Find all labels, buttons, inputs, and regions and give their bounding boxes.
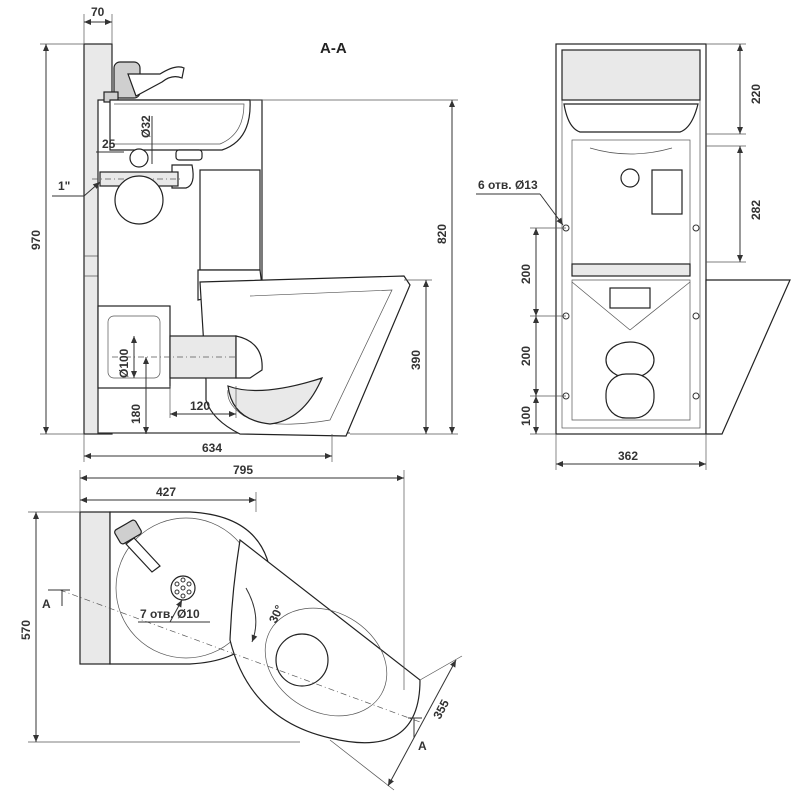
dim-hole-spacing-lower: 200: [519, 346, 533, 366]
side-dimensions: 220 282 6 отв. Ø13 200 200 100: [476, 43, 763, 470]
dim-side-width: 362: [618, 449, 638, 463]
front-dimensions: 70 970 820 Ø32 25 1" 390: [29, 5, 458, 462]
plan-outlet: [275, 633, 329, 687]
dim-pipe-offset: 25: [102, 137, 116, 151]
front-section-view: А-А: [29, 5, 458, 462]
dim-depth: 634: [202, 441, 222, 455]
dim-drain-diameter: Ø32: [139, 115, 153, 138]
plan-faucet-icon: [114, 519, 161, 573]
dim-bottom-offset: 100: [519, 406, 533, 426]
flush-valve: [114, 175, 164, 225]
plan-view: А А 795 427 570 7 отв. Ø10 30°: [19, 463, 463, 791]
side-flush-box: [609, 287, 651, 309]
dim-total-height: 970: [29, 230, 43, 250]
dim-total-length: 795: [233, 463, 253, 477]
side-basin-top: [561, 49, 701, 101]
holes-label: 6 отв. Ø13: [478, 178, 538, 192]
side-valve-box: [651, 169, 683, 215]
section-mark-right: А: [418, 739, 427, 753]
valve-icon: [129, 148, 149, 168]
dim-pipe-thread: 1": [58, 179, 70, 193]
faucet-icon: [103, 61, 185, 103]
side-view: 220 282 6 отв. Ø13 200 200 100: [476, 43, 791, 470]
section-mark-left: А: [42, 597, 51, 611]
basin: [109, 99, 251, 151]
dim-outlet-offset: 120: [190, 399, 210, 413]
dim-panel-height: 282: [749, 200, 763, 220]
dim-basin-height: 820: [435, 224, 449, 244]
side-outlet: [605, 341, 655, 379]
drain-holes-label: 7 отв. Ø10: [140, 607, 200, 621]
dim-outlet-diameter: Ø100: [117, 348, 131, 378]
dim-bowl-height: 390: [409, 350, 423, 370]
side-bowl-profile: [705, 279, 791, 435]
plan-bowl: [229, 538, 421, 744]
dim-wall-width: 70: [91, 5, 105, 19]
dim-total-width: 570: [19, 620, 33, 640]
section-title: А-А: [320, 40, 347, 57]
dim-outlet-height: 180: [129, 404, 143, 424]
dim-hole-spacing-upper: 200: [519, 264, 533, 284]
plan-drain-icon: [170, 575, 196, 601]
plan-wall-panel: [79, 511, 111, 665]
dim-top-height: 220: [749, 84, 763, 104]
flush-box: [199, 169, 261, 271]
dim-basin-length: 427: [156, 485, 176, 499]
side-drain-icon: [620, 168, 640, 188]
drain-trap: [175, 149, 203, 161]
